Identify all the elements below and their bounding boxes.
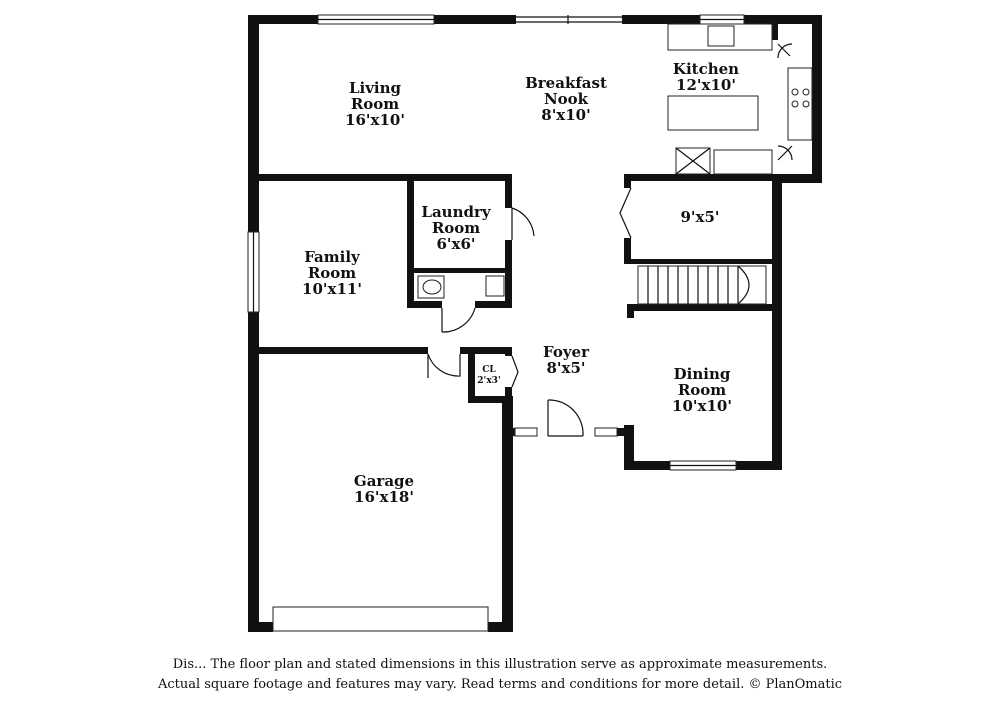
exterior-walls bbox=[248, 15, 822, 632]
foyer-size: 8'x5' bbox=[546, 359, 585, 377]
living-room-size: 16'x10' bbox=[345, 111, 405, 129]
storage-size: 9'x5' bbox=[680, 208, 719, 226]
garage-size: 16'x18' bbox=[354, 488, 414, 506]
breakfast-nook-name-2: Nook bbox=[544, 90, 589, 108]
interior-walls bbox=[248, 24, 782, 403]
closet-name: CL bbox=[482, 365, 496, 375]
dining-room-name-2: Room bbox=[678, 381, 726, 399]
staircase bbox=[637, 265, 767, 305]
foyer-name: Foyer bbox=[543, 343, 590, 361]
laundry-room-name-1: Laundry bbox=[421, 203, 491, 221]
family-room-name-1: Family bbox=[304, 248, 361, 266]
closet-size: 2'x3' bbox=[477, 376, 500, 386]
family-room-size: 10'x11' bbox=[302, 280, 362, 298]
living-room-name-1: Living bbox=[349, 79, 402, 97]
kitchen-island bbox=[667, 95, 759, 131]
kitchen-name: Kitchen bbox=[673, 60, 739, 78]
disclaimer-line-2: Actual square footage and features may v… bbox=[157, 677, 843, 692]
family-room-name-2: Room bbox=[308, 264, 356, 282]
bath-sink-icon bbox=[485, 275, 505, 297]
disclaimer-line-1: Dis... The floor plan and stated dimensi… bbox=[172, 657, 828, 672]
living-room-name-2: Room bbox=[351, 95, 399, 113]
burner-icon bbox=[791, 88, 799, 96]
doors bbox=[427, 43, 793, 437]
laundry-room-size: 6'x6' bbox=[436, 235, 475, 253]
fixtures bbox=[417, 23, 813, 299]
dining-room-size: 10'x10' bbox=[672, 397, 732, 415]
windows bbox=[247, 14, 745, 632]
breakfast-nook-size: 8'x10' bbox=[541, 106, 590, 124]
room-labels: Living Room 16'x10' Breakfast Nook 8'x10… bbox=[302, 60, 739, 506]
breakfast-nook-name-1: Breakfast bbox=[525, 74, 607, 92]
sink-icon bbox=[707, 25, 735, 47]
dining-room-name-1: Dining bbox=[674, 365, 731, 383]
laundry-room-name-2: Room bbox=[432, 219, 480, 237]
kitchen-size: 12'x10' bbox=[676, 76, 736, 94]
garage-name: Garage bbox=[354, 472, 414, 490]
